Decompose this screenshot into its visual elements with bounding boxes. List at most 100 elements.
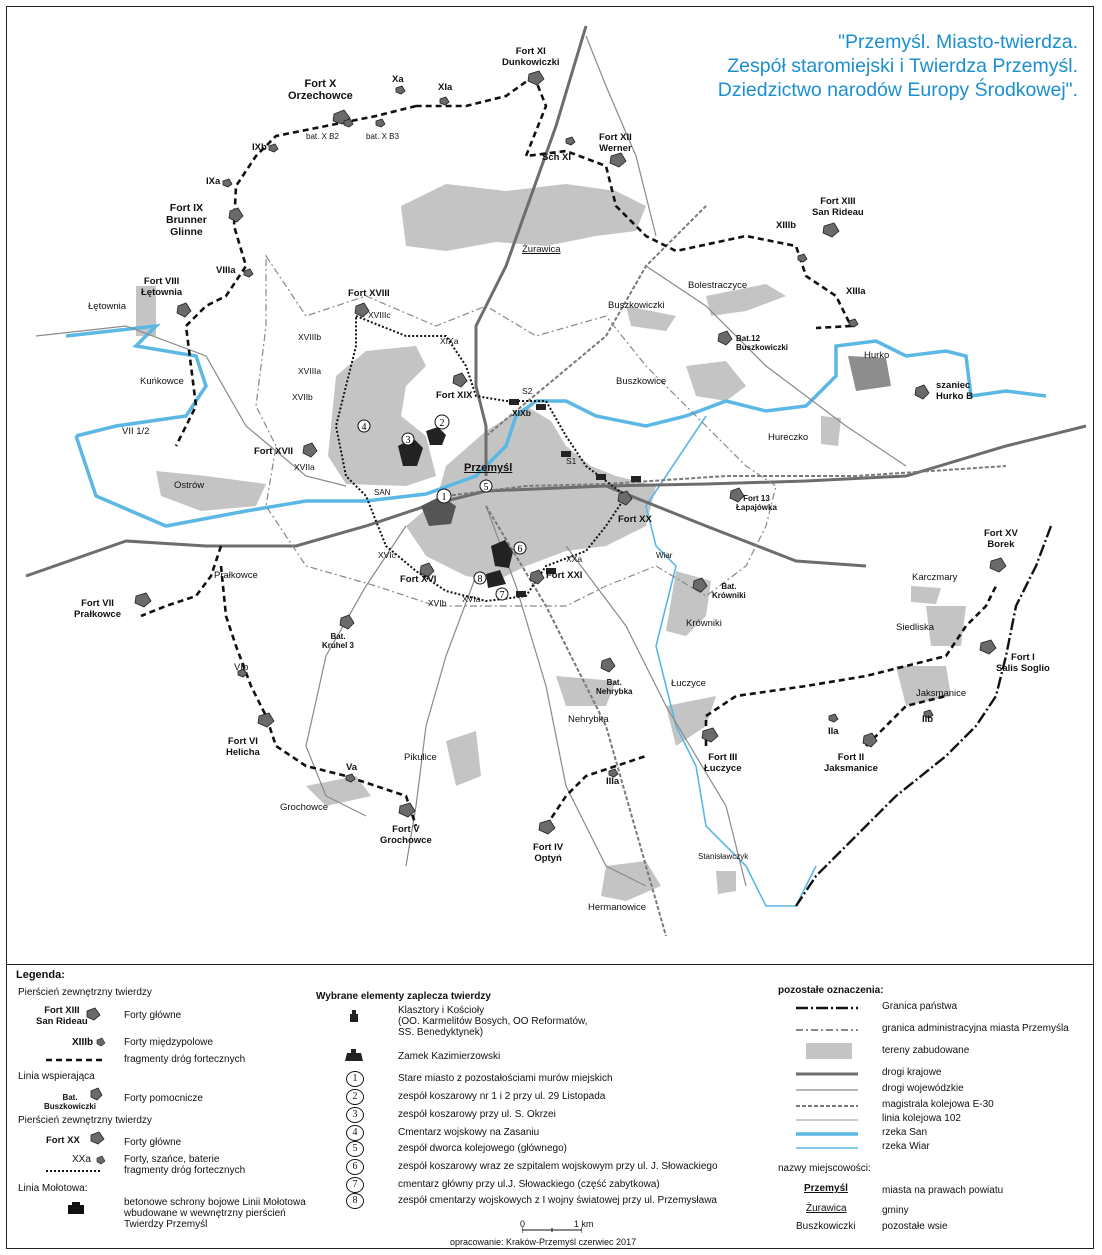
built-area-stanislawczyk [716,871,736,894]
label-fort-xx: Fort XX [618,514,652,525]
village-luczyce: Łuczyce [671,678,706,689]
legend-ex2: Żurawica [806,1203,847,1214]
label-xviiib: XVIIIb [298,332,322,342]
landmark-shelter-2 [536,404,546,410]
fort-marker-iii [701,727,719,743]
village-buszkowiczki: Buszkowiczki [608,300,665,311]
fort-marker-small-xiiia [848,318,859,328]
label-vii-half: VII 1/2 [122,426,150,437]
legend-small-roads: fragmenty dróg fortecznych [124,1165,246,1176]
legend-regional-road-line [796,1089,858,1091]
legend-national-road-line [796,1072,858,1076]
legend-num-2-icon: 2 [346,1089,364,1105]
fort-marker-small-xa [395,85,406,95]
state-border [795,525,1053,907]
fort-marker-xix [452,372,468,388]
fort-marker-ii [862,732,878,748]
village-pralkowce: Prałkowce [214,570,258,581]
fort-marker-small-xiiib [797,253,808,263]
label-fort-xvi: Fort XVI [400,574,437,585]
legend-monastery: Klasztory i Kościoły(OO. Karmelitów Bosy… [398,1005,588,1038]
village-kunkowce: Kuńkowce [140,376,184,387]
fort-marker-small-xia [439,96,450,106]
river-san [65,323,1047,528]
river-wiar [645,415,817,907]
legend-state-border: Granica państwa [882,1001,958,1012]
fort-marker-small-ixb [268,143,279,153]
number-marker-5 [479,479,493,493]
fort-marker-xxi [529,569,545,585]
scale-bar-label: 1 km [574,1219,594,1229]
fort-marker-i [979,639,997,655]
landmark-shelter-5 [546,568,556,574]
built-area-hurko [848,356,891,391]
label-fort-xvii: Fort XVII [254,446,294,457]
built-area-hermanowice [601,861,661,901]
label-schxi: Sch XI [542,152,572,163]
legend-num-5-icon: 5 [346,1141,364,1157]
legend-support-line: Linia wspierająca [18,1071,95,1082]
legend-inner-icon [90,1131,105,1145]
legend-num-7: cmentarz główny przy ul.J. Słowackiego (… [398,1179,660,1190]
fort-marker-small-schxi [565,136,576,146]
label-s1: S1 [566,456,577,466]
landmark-barracks-2 [426,427,446,445]
legend-inner-example: Fort XX [46,1135,80,1146]
landmark-shelter-7 [631,476,641,482]
legend-num-8: zespół cmentarzy wojskowych z I wojny św… [398,1195,717,1206]
number-label-4: 4 [362,422,367,433]
legend-built: tereny zabudowane [882,1045,970,1056]
legend-castle-icon [345,1049,363,1061]
village-hurko: Hurko [864,350,890,361]
fort-marker-small-iia [828,713,839,723]
legend-railway-e30-line [796,1105,858,1107]
legend-castle: Zamek Kazimierzowski [398,1051,501,1062]
legend-num-6: zespół koszarowy wraz ze szpitalem wojsk… [398,1161,718,1172]
inner-ring-roads [334,314,628,603]
regional-roads [35,35,907,887]
legend-roads-fort: fragmenty dróg fortecznych [124,1054,246,1065]
label-xviia: XVIIa [294,462,315,472]
built-area-pikulice [446,731,481,786]
legend-inter-icon [96,1037,106,1047]
label-xiiib: XIIIb [776,220,797,231]
legend-aux-forts: Forty pomocnicze [124,1093,203,1104]
fort-marker-vi [257,712,275,728]
fort-marker-ix [228,207,244,223]
fortress-map: 1 2 3 4 5 6 7 8 "Przemyśl. Miasto-twierd… [6,6,1094,964]
legend-small-road-line [46,1170,102,1172]
legend-num-1-icon: 1 [346,1071,364,1087]
label-xia: XIa [438,82,453,93]
map-title-line-3: Dziedzictwo narodów Europy Środkowej". [717,79,1078,101]
fort-markers [134,70,1007,835]
built-area-buszkowiczki [626,306,676,331]
legend-ex2-desc: gminy [882,1205,909,1216]
legend-num-6-icon: 6 [346,1159,364,1175]
legend-inner-ring: Pierścień zewnętrzny twierdzy [18,1115,152,1126]
fort-marker-bat-b3 [375,118,386,128]
landmark-shelter-1 [509,399,519,405]
number-labels: 1 2 3 4 5 6 7 8 [362,418,523,601]
legend-regional-road: drogi wojewódzkie [882,1083,964,1094]
fort-marker-iv [538,819,556,835]
number-marker-3 [401,432,415,446]
label-bat-krowniki: Bat.Krówniki [712,582,746,600]
legend-outer-ring: Pierścień zewnętrzny twierdzy [18,987,152,998]
built-area-buszkowice [686,361,746,401]
legend-title: Legenda: [16,969,65,981]
label-iiia: IIIa [606,776,620,787]
label-xxa: XXa [566,554,583,564]
city-przemysl: Przemyśl [464,462,513,474]
legend-col2-title: Wybrane elementy zaplecza twierdzy [316,991,491,1002]
legend-place-names: nazwy miejscowości: [778,1163,871,1174]
label-vib: VIb [234,662,249,673]
label-fort-xix: Fort XIX [436,390,473,401]
legend-ex3: Buszkowiczki [796,1221,856,1232]
legend-small-forts: Forty, szańce, baterie [124,1154,220,1165]
